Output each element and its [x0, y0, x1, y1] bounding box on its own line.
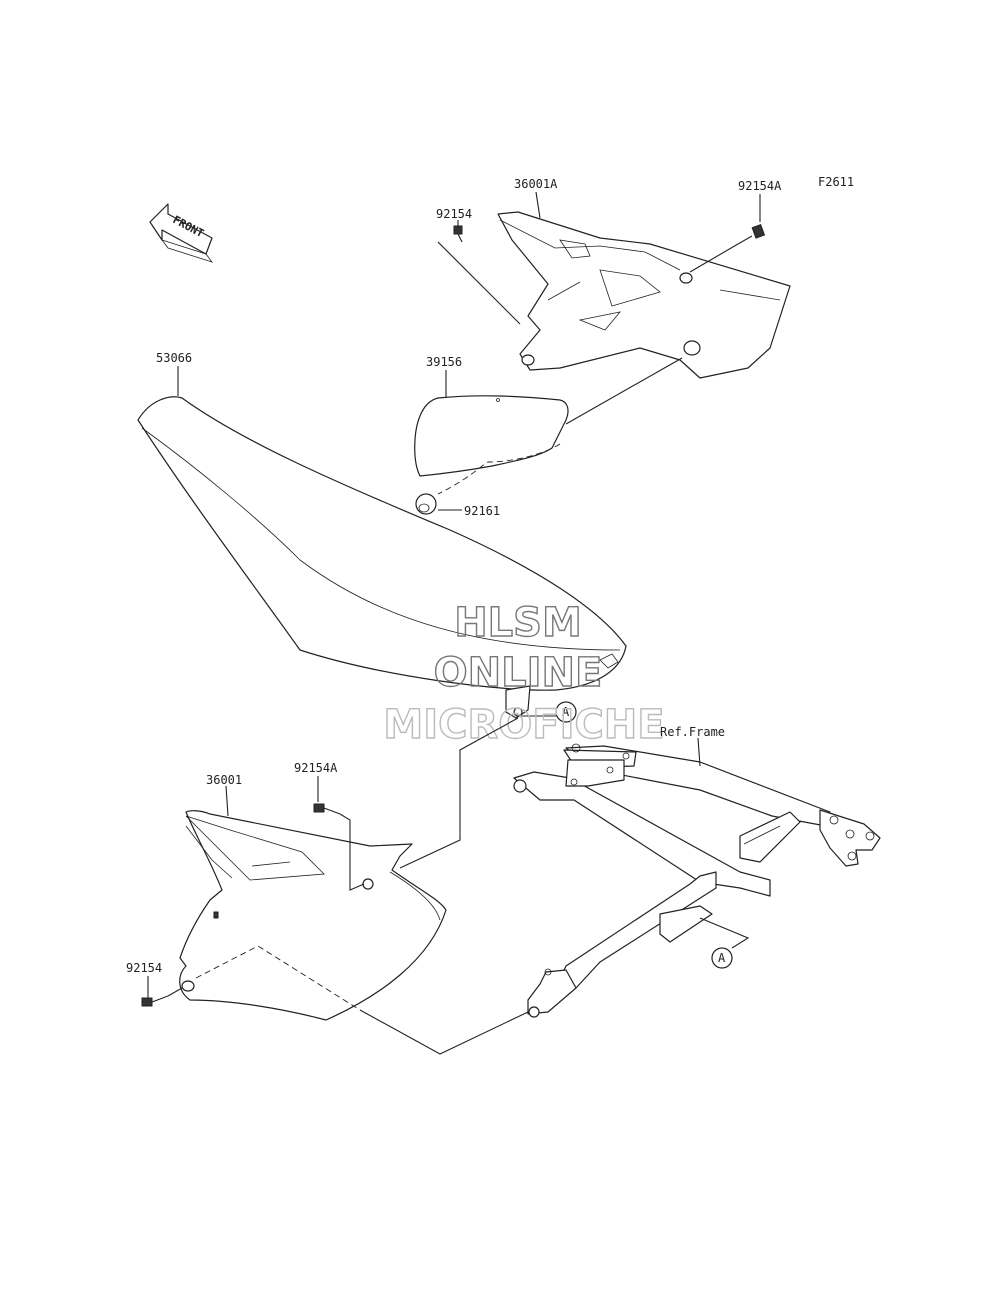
assembly-line-lh-frame: [359, 1009, 529, 1055]
callout-36001: 36001: [206, 773, 242, 787]
assembly-line-seat-cover: [399, 717, 519, 869]
assembly-line-pad: [565, 357, 683, 425]
leader-ref-frame: [697, 737, 701, 767]
watermark-line2: ONLINE: [434, 650, 603, 696]
side-cover-rh[interactable]: [497, 211, 791, 379]
bolt-92154-bottom-icon[interactable]: [141, 995, 169, 1007]
callout-92154-bottom: 92154: [126, 961, 162, 975]
bolt-92154a-top-icon[interactable]: [737, 224, 766, 245]
bolt-92154a-mid-icon[interactable]: [313, 803, 341, 815]
assembly-line-92154a-top: [689, 243, 739, 273]
callout-92154a-top: 92154A: [738, 179, 782, 193]
assembly-line-92154a-mid: [339, 813, 365, 891]
ref-frame-label: Ref.Frame: [660, 725, 725, 739]
watermark-line1: HLSM: [454, 600, 582, 646]
watermark-line3: MICROFICHE: [383, 702, 664, 748]
ref-a-top-label: A: [562, 705, 570, 719]
front-arrow-icon: FRONT: [149, 203, 214, 263]
leader-36001: [225, 785, 229, 817]
assembly-dash-pad: [437, 443, 561, 495]
callout-92161: 92161: [464, 504, 500, 518]
assembly-line-92154-bottom: [167, 987, 183, 997]
ref-a-frame-marker: A: [699, 917, 750, 969]
callout-92154-top: 92154: [436, 207, 472, 221]
callout-36001a: 36001A: [514, 177, 558, 191]
callout-92154a-mid: 92154A: [294, 761, 338, 775]
subframe: [513, 743, 881, 1018]
figure-id: F2611: [818, 175, 854, 189]
ref-a-frame-label: A: [718, 951, 726, 965]
assembly-line-92154-top: [437, 241, 521, 325]
damper-92161[interactable]: [415, 493, 437, 515]
seat[interactable]: [137, 396, 627, 719]
pad-39156[interactable]: [414, 395, 569, 477]
leader-36001a: [535, 191, 541, 219]
watermark: HLSM ONLINE MICROFICHE: [383, 599, 666, 748]
bolt-92154-top-icon[interactable]: [453, 225, 463, 243]
callout-39156: 39156: [426, 355, 462, 369]
assembly-dash-lh: [195, 945, 361, 1011]
ref-a-top-marker: A: [518, 701, 577, 723]
side-cover-lh[interactable]: [179, 810, 447, 1021]
callout-53066: 53066: [156, 351, 192, 365]
